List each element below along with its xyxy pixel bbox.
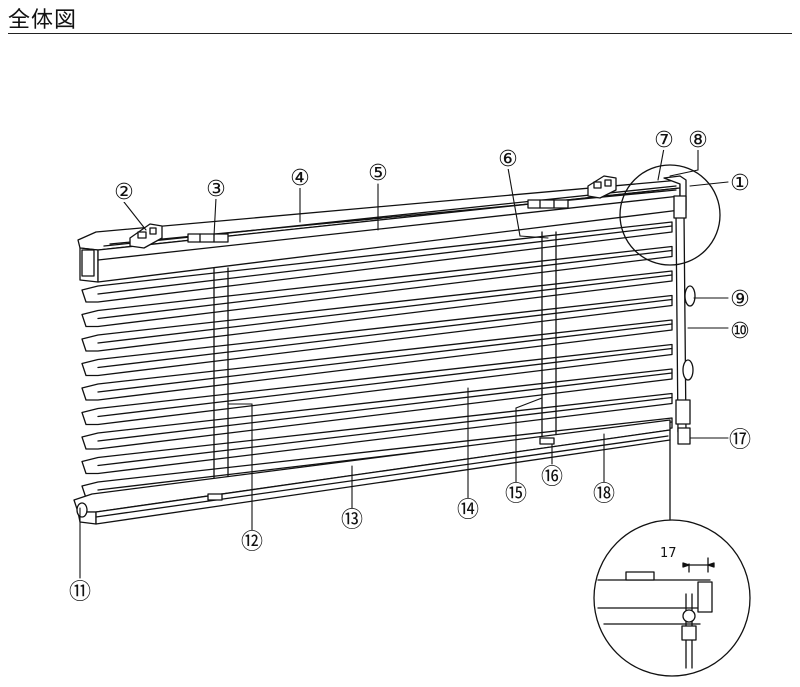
callout-8: ⑧ <box>687 128 709 153</box>
slat <box>81 319 673 401</box>
page-title: 全体図 <box>8 8 78 33</box>
callout-15: ⑮ <box>505 482 527 507</box>
operating-cords <box>673 195 696 445</box>
magnify-circle-top <box>619 164 721 266</box>
slat-edge <box>97 396 673 467</box>
detail-inset <box>593 439 751 677</box>
dimension-label: 17 <box>660 546 677 561</box>
slat-edge <box>97 347 673 418</box>
callout-label: ⑥ <box>498 147 518 172</box>
slat-edge <box>97 249 673 320</box>
callout-10: ⑩ <box>729 319 751 344</box>
callout-12: ⑫ <box>241 530 263 555</box>
callout-label: ⑭ <box>457 498 479 523</box>
slat <box>81 294 673 377</box>
slat-edge <box>97 274 673 344</box>
callout-label: ⑧ <box>688 128 708 153</box>
bracket-left <box>129 223 163 249</box>
tape-drum-left <box>187 233 229 243</box>
leader-lines <box>79 147 729 579</box>
callout-13: ⑬ <box>341 508 363 533</box>
slat-edge <box>97 372 673 442</box>
bracket-right <box>587 175 617 199</box>
callout-16: ⑯ <box>541 465 563 490</box>
callout-label: ⑯ <box>541 465 563 490</box>
callout-label: ⑩ <box>730 319 750 344</box>
slat <box>81 270 673 352</box>
callout-label: ⑪ <box>69 580 91 605</box>
callout-6: ⑥ <box>497 147 519 172</box>
callout-2: ② <box>113 180 135 205</box>
slat <box>81 245 673 328</box>
callout-9: ⑨ <box>729 287 751 312</box>
callout-label: ⑮ <box>505 482 527 507</box>
callout-label: ③ <box>206 177 226 202</box>
callout-label: ② <box>114 180 134 205</box>
callout-label: ⑨ <box>730 287 750 312</box>
callout-label: ⑱ <box>593 482 615 507</box>
tape-drum-right <box>527 199 569 209</box>
callout-11: ⑪ <box>69 580 91 605</box>
callout-label: ⑫ <box>241 530 263 555</box>
callout-label: ⑬ <box>341 508 363 533</box>
slat <box>81 368 673 450</box>
ladder-cords <box>213 231 557 501</box>
callout-18: ⑱ <box>593 482 615 507</box>
callout-1: ① <box>729 171 751 196</box>
callout-17: ⑰ <box>729 428 751 453</box>
slat <box>81 221 673 303</box>
callout-14: ⑭ <box>457 498 479 523</box>
slat-edge <box>97 298 673 369</box>
slat-edge <box>97 225 673 295</box>
slat-edge <box>97 323 673 393</box>
callout-label: ④ <box>290 166 310 191</box>
callout-5: ⑤ <box>367 161 389 186</box>
callout-label: ⑰ <box>729 428 751 453</box>
slat <box>81 392 673 475</box>
callout-3: ③ <box>205 177 227 202</box>
callout-7: ⑦ <box>653 128 675 153</box>
callout-label: ① <box>730 171 750 196</box>
title-divider <box>8 33 792 34</box>
callout-label: ⑦ <box>654 128 674 153</box>
callout-4: ④ <box>289 166 311 191</box>
callout-label: ⑤ <box>368 161 388 186</box>
